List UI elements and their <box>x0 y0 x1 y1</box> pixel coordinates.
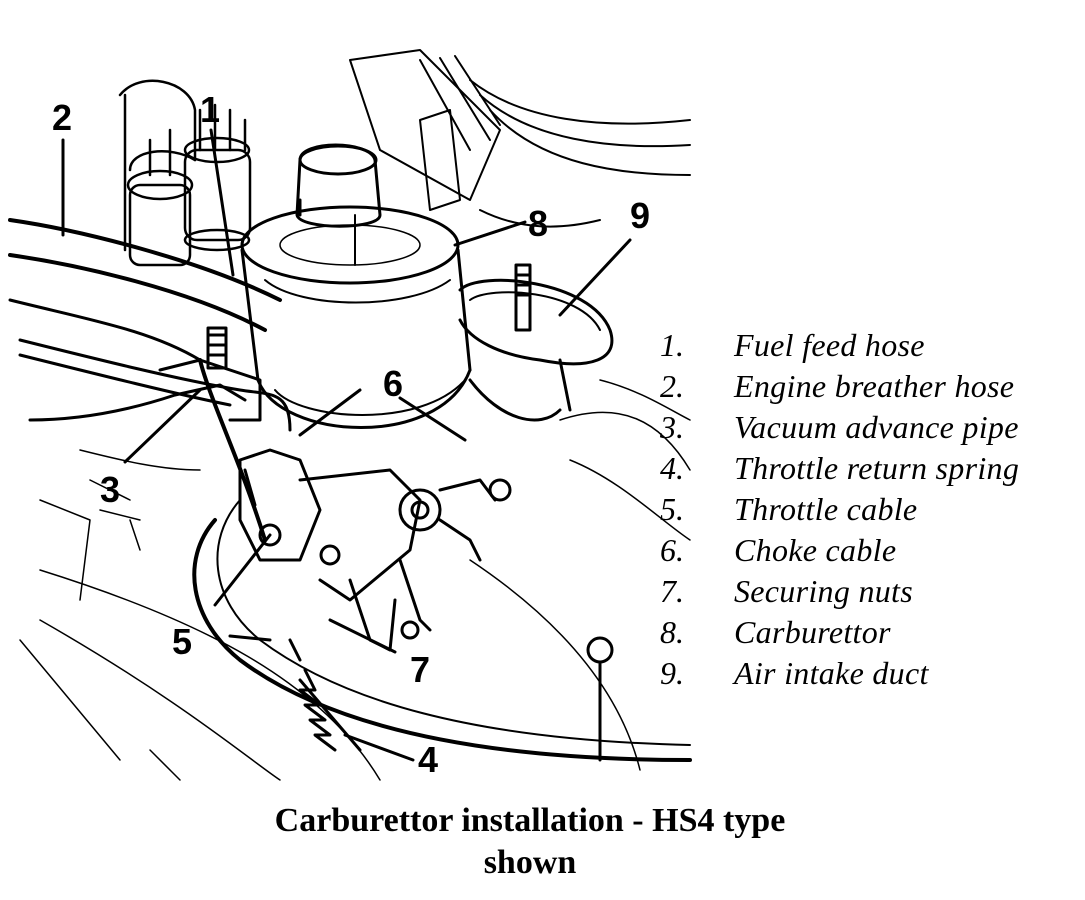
callout-6: 6 <box>383 363 404 404</box>
legend-label: Air intake duct <box>734 655 929 691</box>
caption-line-1: Carburettor installation - HS4 type <box>274 802 786 839</box>
legend-item: 5. Throttle cable <box>660 489 1019 530</box>
carburettor-body <box>240 143 472 429</box>
legend-label: Choke cable <box>734 532 897 568</box>
legend-number: 3. <box>660 409 684 445</box>
legend-number: 8. <box>660 614 684 650</box>
legend-label: Securing nuts <box>734 573 913 609</box>
legend-item: 1. Fuel feed hose <box>660 325 1019 366</box>
parts-legend: 1. Fuel feed hose 2. Engine breather hos… <box>660 325 1019 694</box>
legend-number: 9. <box>660 655 684 691</box>
legend-label: Vacuum advance pipe <box>734 409 1019 445</box>
legend-label: Engine breather hose <box>734 368 1015 404</box>
grommet <box>586 636 614 762</box>
callout-2: 2 <box>52 97 73 138</box>
distributor <box>183 103 252 252</box>
legend-item: 2. Engine breather hose <box>660 366 1019 407</box>
callout-4: 4 <box>418 739 439 780</box>
legend-number: 6. <box>660 532 684 568</box>
throttle-cable <box>198 358 267 542</box>
legend-item: 3. Vacuum advance pipe <box>660 407 1019 448</box>
legend-label: Throttle return spring <box>734 450 1020 486</box>
legend-number: 7. <box>660 573 684 609</box>
inner-wing-curve <box>192 518 692 762</box>
legend-number: 5. <box>660 491 684 527</box>
callout-9: 9 <box>630 195 651 236</box>
bodywork-lines <box>19 379 691 781</box>
callout-1: 1 <box>200 89 221 130</box>
callout-7: 7 <box>410 649 431 690</box>
callout-3: 3 <box>100 469 121 510</box>
callout-8: 8 <box>528 203 549 244</box>
wiring-harness <box>349 49 691 228</box>
engine-breather-hose <box>8 218 282 332</box>
throttle-linkage <box>238 448 512 652</box>
legend-label: Throttle cable <box>734 491 918 527</box>
caption-line-2: shown <box>483 844 577 881</box>
legend-item: 7. Securing nuts <box>660 571 1019 612</box>
legend-label: Carburettor <box>734 614 891 650</box>
leader-lines <box>61 128 632 762</box>
legend-item: 4. Throttle return spring <box>660 448 1019 489</box>
legend-number: 2. <box>660 368 684 404</box>
legend-number: 4. <box>660 450 684 486</box>
legend-item: 9. Air intake duct <box>660 653 1019 694</box>
air-intake-duct <box>458 263 614 422</box>
legend-number: 1. <box>660 327 684 363</box>
legend-label: Fuel feed hose <box>734 327 925 363</box>
callout-5: 5 <box>172 621 193 662</box>
legend-item: 6. Choke cable <box>660 530 1019 571</box>
legend-item: 8. Carburettor <box>660 612 1019 653</box>
figure-caption: Carburettor installation - HS4 type show… <box>180 800 880 884</box>
vacuum-pipe-and-bracket <box>8 298 292 432</box>
